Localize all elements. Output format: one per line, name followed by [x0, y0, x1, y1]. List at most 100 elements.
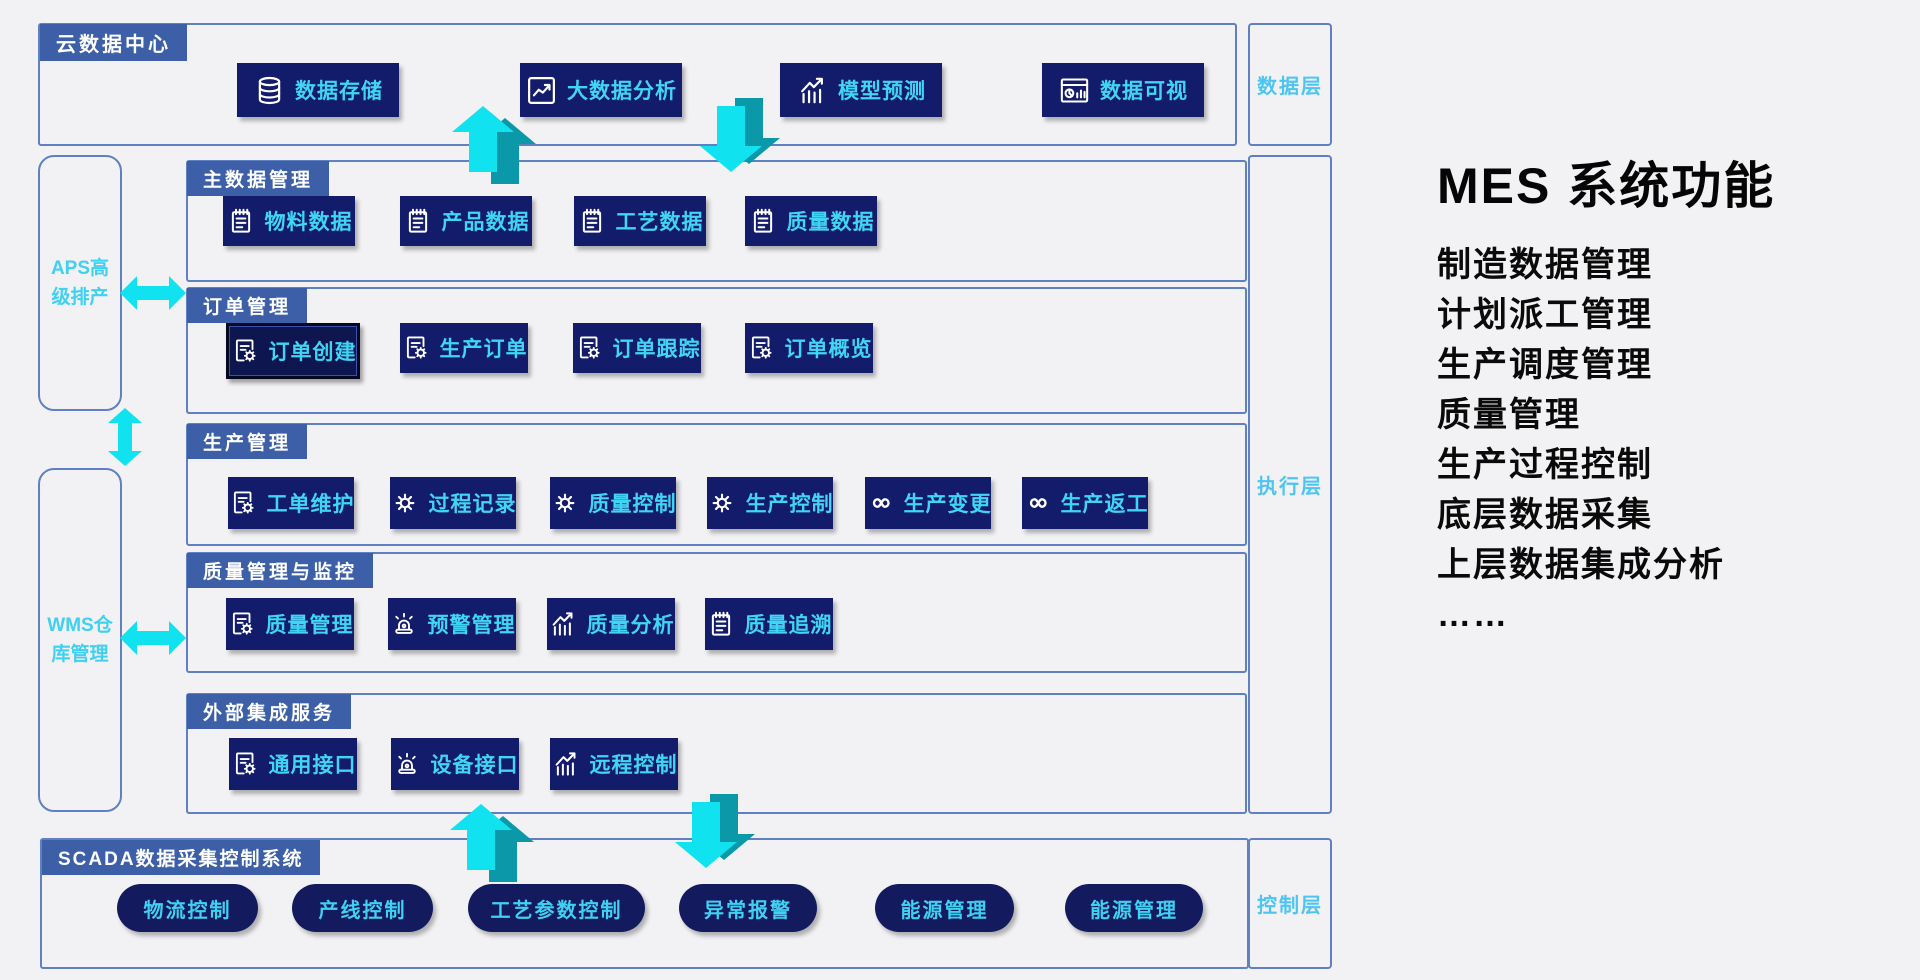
- btn-order-create: 订单创建: [226, 323, 360, 379]
- document-gear-icon: [232, 612, 253, 635]
- row-order-mgmt-box: [186, 287, 1247, 414]
- notepad-icon: [753, 208, 772, 233]
- notepad-icon: [231, 208, 250, 233]
- btn-label: 设备接口: [430, 754, 519, 777]
- btn-label: 质量管理: [265, 614, 354, 637]
- notepad-icon: [582, 208, 601, 233]
- down-arrow-cloud-to-exec: [700, 98, 780, 172]
- btn-device-interface: 设备接口: [391, 738, 519, 790]
- btn-process-data: 工艺数据: [574, 196, 706, 246]
- side-panel-item: 生产过程控制: [1437, 446, 1653, 484]
- btn-general-interface: 通用接口: [229, 738, 357, 790]
- pill-line-control: 产线控制: [292, 884, 433, 932]
- btn-label: 生产控制: [745, 493, 834, 516]
- btn-alert-manage: 预警管理: [388, 598, 516, 650]
- gear-icon: [555, 493, 574, 513]
- btn-model-prediction: 模型预测: [780, 63, 942, 117]
- siren-icon: [397, 752, 416, 774]
- btn-label: 通用接口: [268, 754, 357, 777]
- down-arrow-exec-to-control: [675, 794, 755, 868]
- document-gear-icon: [235, 339, 256, 362]
- trend-bar-chart-icon: [801, 77, 823, 103]
- btn-label: 质量数据: [786, 211, 875, 234]
- btn-label: 质量追溯: [744, 614, 833, 637]
- btn-label: 订单创建: [268, 341, 357, 364]
- btn-data-storage: 数据存储: [237, 63, 399, 117]
- aps-system-box: APS高级排产: [38, 155, 122, 411]
- aps-system-label: APS高级排产: [50, 257, 110, 308]
- btn-process-record: 过程记录: [390, 477, 516, 529]
- document-gear-icon: [579, 336, 600, 359]
- btn-order-tracking: 订单跟踪: [573, 323, 701, 373]
- btn-label: 模型预测: [838, 80, 926, 103]
- side-panel-item: 上层数据集成分析: [1437, 546, 1725, 584]
- gear-icon: [395, 493, 414, 513]
- wms-system-box: WMS仓库管理: [38, 468, 122, 812]
- btn-label: 订单概览: [784, 338, 873, 361]
- btn-label: 工单维护: [266, 493, 355, 516]
- cloud-section-box: [38, 23, 1237, 146]
- data-layer-label: 数据层: [1248, 23, 1332, 146]
- row-quality-monitor-title: 质量管理与监控: [187, 553, 374, 588]
- btn-label: 预警管理: [427, 614, 516, 637]
- pill-process-param-control: 工艺参数控制: [468, 884, 645, 932]
- pill-logistics-control: 物流控制: [117, 884, 258, 932]
- pill-energy-manage-1: 能源管理: [875, 884, 1014, 932]
- wms-system-label: WMS仓库管理: [47, 614, 113, 665]
- notepad-icon: [711, 611, 730, 636]
- side-panel-list: 制造数据管理 计划派工管理 生产调度管理 质量管理 生产过程控制 底层数据采集 …: [1437, 240, 1725, 640]
- btn-label: 大数据分析: [567, 80, 677, 103]
- btn-label: 生产返工: [1060, 493, 1149, 516]
- aps-wms-double-arrow: [102, 408, 148, 471]
- row-external-integration-title: 外部集成服务: [187, 694, 352, 729]
- btn-label: 质量控制: [588, 493, 677, 516]
- document-gear-icon: [233, 491, 254, 514]
- document-gear-icon: [751, 336, 772, 359]
- btn-quality-trace: 质量追溯: [705, 598, 833, 650]
- siren-icon: [394, 612, 413, 634]
- side-panel-item: 生产调度管理: [1437, 346, 1653, 384]
- line-chart-icon: [528, 76, 555, 104]
- side-panel-item: ……: [1437, 596, 1509, 634]
- pill-energy-manage-2: 能源管理: [1065, 884, 1203, 932]
- btn-label: 远程控制: [589, 754, 678, 777]
- side-panel-item: 计划派工管理: [1437, 296, 1653, 334]
- database-icon: [258, 76, 281, 104]
- row-production-mgmt-box: [186, 423, 1247, 546]
- btn-big-data-analysis: 大数据分析: [520, 63, 682, 117]
- btn-label: 过程记录: [428, 493, 517, 516]
- btn-label: 工艺数据: [615, 211, 704, 234]
- aps-exec-double-arrow: [120, 270, 186, 321]
- infinity-icon: [1029, 498, 1047, 508]
- infinity-icon: [872, 498, 890, 508]
- btn-remote-control: 远程控制: [550, 738, 678, 790]
- btn-label: 生产订单: [439, 338, 528, 361]
- btn-production-change: 生产变更: [865, 477, 991, 529]
- btn-label: 生产变更: [903, 493, 992, 516]
- btn-product-data: 产品数据: [400, 196, 532, 246]
- notepad-icon: [408, 208, 427, 233]
- dashboard-icon: [1060, 77, 1089, 103]
- btn-production-control: 生产控制: [707, 477, 833, 529]
- scada-section-title: SCADA数据采集控制系统: [42, 840, 320, 875]
- side-panel-item: 质量管理: [1437, 396, 1581, 434]
- document-gear-icon: [406, 336, 427, 359]
- row-quality-monitor-box: [186, 552, 1247, 673]
- btn-label: 数据存储: [295, 80, 383, 103]
- scada-section-box: [40, 838, 1249, 969]
- row-order-mgmt-title: 订单管理: [187, 288, 308, 323]
- btn-order-overview: 订单概览: [745, 323, 873, 373]
- btn-quality-data: 质量数据: [745, 196, 877, 246]
- btn-label: 质量分析: [586, 614, 675, 637]
- trend-bar-chart-icon: [555, 752, 575, 776]
- btn-production-order: 生产订单: [400, 323, 528, 373]
- pill-abnormal-alarm: 异常报警: [679, 884, 817, 932]
- up-arrow-control-to-exec: [450, 804, 534, 882]
- btn-label: 物料数据: [264, 211, 353, 234]
- control-layer-label: 控制层: [1248, 838, 1332, 969]
- btn-material-data: 物料数据: [223, 196, 355, 246]
- btn-data-visualization: 数据可视: [1042, 63, 1204, 117]
- gear-icon: [712, 493, 731, 513]
- row-production-mgmt-title: 生产管理: [187, 424, 308, 459]
